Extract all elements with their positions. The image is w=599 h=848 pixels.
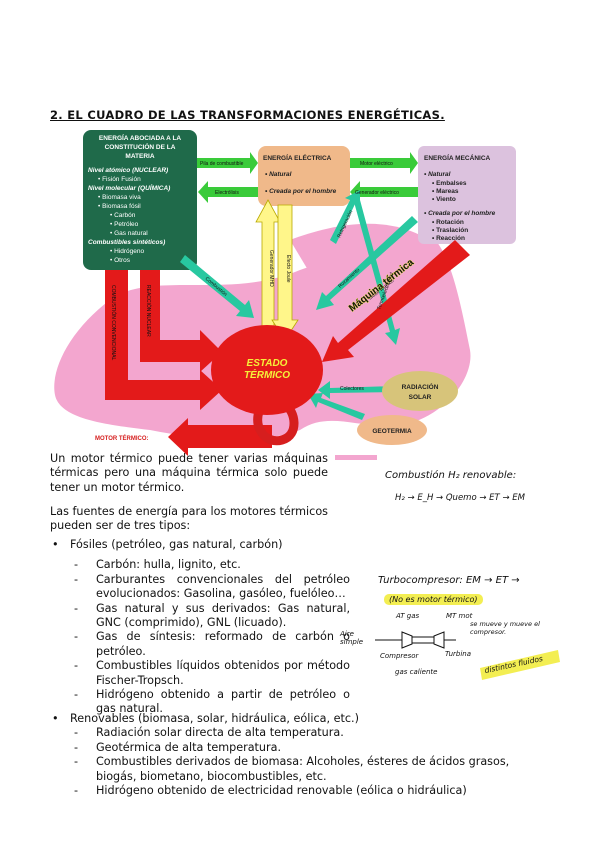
materia-line: • Gas natural <box>110 230 148 237</box>
geotermia-label: GEOTERMIA <box>372 428 412 435</box>
note-combustion-title: Combustión H₂ renovable: <box>385 470 517 481</box>
materia-line: • Otros <box>110 257 131 264</box>
list-item-renovables: Renovables (biomasa, solar, hidráulica, … <box>50 712 550 727</box>
label-combustion-convencional: COMBUSTIÓN CONVENCIONAL <box>110 285 117 361</box>
materia-line: Nivel molecular (QUÍMICA) <box>88 183 170 192</box>
estado-line-2: TÉRMICO <box>244 368 290 381</box>
arrow-motor-electrico <box>350 152 418 174</box>
materia-heading-1: ENERGÍA ABOCIADA A LA <box>99 133 182 142</box>
electrica-line: • Creada por el hombre <box>265 188 337 195</box>
materia-line: • Fisión Fusión <box>98 176 141 183</box>
arrow-electrolisis <box>198 181 258 203</box>
list-subitem: Geotérmica de alta temperatura. <box>50 741 550 756</box>
box-mecanica <box>418 146 516 244</box>
materia-heading-2: CONSTITUCIÓN DE LA <box>105 142 176 151</box>
materia-line: • Petróleo <box>110 221 139 228</box>
label-generador-mhd: Generador MHD <box>268 250 274 287</box>
materia-line: • Carbón <box>110 212 136 219</box>
arrow-combustion-teal <box>180 255 254 318</box>
label-efecto-joule: Efecto Joule <box>285 255 291 283</box>
note-aire-simple: Aire simple <box>340 630 364 646</box>
note-se-mueve: se mueve y mueve el compresor. <box>470 620 540 636</box>
radiacion-line-1: RADIACIÓN <box>402 382 439 391</box>
list-subitem: Radiación solar directa de alta temperat… <box>50 726 550 741</box>
list-subitem: Carbón: hulla, lignito, etc. <box>50 558 350 573</box>
arrow-motor-termico <box>168 418 272 456</box>
arrow-maquina-termica <box>322 240 470 362</box>
refrigeracion-loop <box>253 400 299 446</box>
renewables-list: Renovables (biomasa, solar, hidráulica, … <box>50 712 550 799</box>
list-item-fosiles: Fósiles (petróleo, gas natural, carbón) <box>50 538 350 553</box>
radiacion-solar-ellipse <box>382 371 458 411</box>
note-turbina: Turbina <box>445 650 472 658</box>
arrow-rozamiento <box>316 216 418 310</box>
note-mtmot: MT mot <box>446 612 473 620</box>
list-subitem: Gas de síntesis: reformado de carbón o p… <box>50 630 350 659</box>
note-turbo-highlight: (No es motor térmico) <box>384 594 483 605</box>
arrow-reaccion-nuclear <box>140 270 222 372</box>
label-electrolisis: Electrólisis <box>215 190 239 196</box>
arrow-pila-combustible <box>197 152 258 174</box>
list-subitem: Carburantes convencionales del petróleo … <box>50 573 350 602</box>
label-reaccion-nuclear: REACCIÓN NUCLEAR <box>145 285 152 337</box>
label-colectores: Colectores <box>340 386 364 392</box>
mecanica-line: • Natural <box>424 171 451 178</box>
page-title: 2. EL CUADRO DE LAS TRANSFORMACIONES ENE… <box>50 108 445 122</box>
mecanica-line: • Traslación <box>432 227 468 234</box>
electrica-line: • Natural <box>265 171 292 178</box>
estado-line-1: ESTADO <box>247 358 288 369</box>
mecanica-heading: ENERGÍA MECÁNICA <box>424 153 491 162</box>
mecanica-line: • Creada por el hombre <box>424 210 496 217</box>
label-generador-electrico: Generador eléctrico <box>355 190 399 196</box>
arrow-refrigeracion <box>330 190 360 244</box>
note-combustion-chain: H₂ → E_H → Quemo → ET → EM <box>395 493 525 503</box>
energy-transformation-diagram: ENERGÍA ABOCIADA A LA CONSTITUCIÓN DE LA… <box>54 130 516 460</box>
list-subitem: Gas natural y sus derivados: Gas natural… <box>50 602 350 631</box>
materia-line: Combustibles sintéticos) <box>88 239 165 246</box>
materia-line: • Hidrógeno <box>110 248 144 255</box>
box-materia <box>83 130 197 270</box>
note-turbo-title: Turbocompresor: EM → ET → <box>378 575 520 586</box>
arrow-combustion-convencional <box>105 270 222 410</box>
arrow-generador-electrico <box>350 181 418 203</box>
arrow-colectores <box>318 381 396 399</box>
paragraph-motor-termico: Un motor térmico puede tener varias máqu… <box>50 452 328 494</box>
list-subitem: Hidrógeno obtenido de electricidad renov… <box>50 784 550 799</box>
mecanica-line: • Viento <box>432 196 456 203</box>
label-pila: Pila de combustible <box>200 161 244 167</box>
label-motor-electrico: Motor eléctrico <box>360 161 393 167</box>
geotermia-ellipse <box>357 415 427 445</box>
electrica-heading: ENERGÍA ELÉCTRICA <box>263 153 332 162</box>
mecanica-line: • Reacción <box>432 235 465 242</box>
list-subitem: Combustibles derivados de biomasa: Alcoh… <box>50 755 550 784</box>
arrow-generador-mhd <box>255 199 281 331</box>
pink-block <box>335 455 377 460</box>
list-subitem: Combustibles líquidos obtenidos por méto… <box>50 659 350 688</box>
box-electrica <box>258 146 350 206</box>
materia-heading-3: MATERIA <box>125 153 154 160</box>
paragraph-fuentes: Las fuentes de energía para los motores … <box>50 505 328 533</box>
mecanica-line: • Mareas <box>432 188 459 195</box>
radiacion-line-2: SOLAR <box>409 394 432 401</box>
label-motor-termico: MOTOR TÉRMICO: <box>95 434 149 442</box>
note-gas-caliente: gas caliente <box>395 668 438 676</box>
materia-line: • Biomasa fósil <box>98 203 141 210</box>
turbo-sketch <box>375 631 560 680</box>
arrow-geotermia <box>308 393 365 420</box>
materia-line: Nivel atómico (NUCLEAR) <box>88 167 168 174</box>
note-atgas: AT gas <box>396 612 420 620</box>
sources-list: Fósiles (petróleo, gas natural, carbón) … <box>50 538 350 717</box>
materia-line: • Biomasa viva <box>98 194 141 201</box>
estado-termico-ellipse <box>211 325 323 415</box>
note-compresor: Compresor <box>380 652 419 660</box>
mecanica-line: • Embalses <box>432 180 467 187</box>
mecanica-line: • Rotación <box>432 219 464 226</box>
